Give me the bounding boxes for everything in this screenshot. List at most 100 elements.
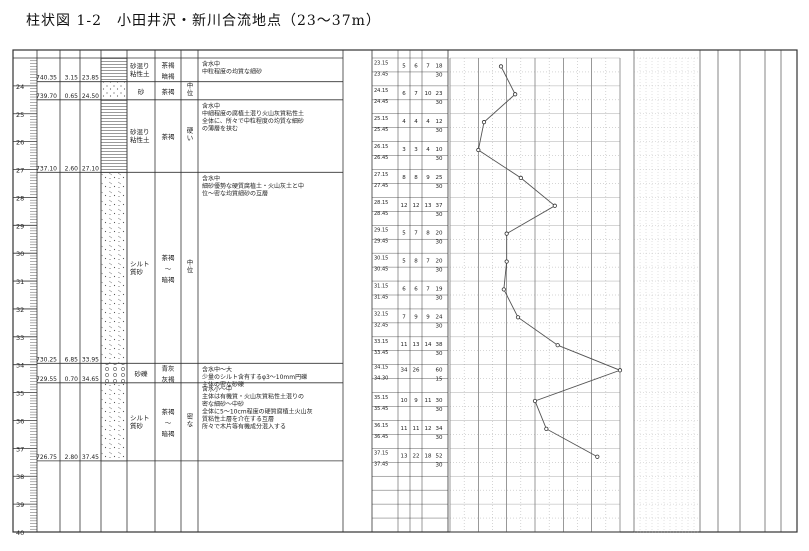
layer-soil-name: 質砂 — [130, 421, 144, 430]
spt-n-value: 20 — [436, 231, 443, 237]
spt-blow-count: 7 — [414, 231, 418, 237]
layer-description: 含水中 — [202, 60, 220, 68]
spt-start-depth: 25.15 — [374, 116, 388, 122]
data-point — [595, 454, 600, 459]
depth-scale-label: 32 — [16, 306, 24, 314]
layer-color: 暗褐 — [162, 429, 176, 438]
layer-description: 含水中 — [202, 102, 220, 110]
spt-start-depth: 37.15 — [374, 451, 388, 457]
layer-thickness: 3.15 — [65, 75, 79, 82]
layer-description: の薄層を挟む — [202, 124, 238, 132]
spt-start-depth: 27.15 — [374, 172, 388, 178]
geology-pattern — [100, 57, 128, 83]
layer-soil-name: 粘性土 — [130, 135, 150, 144]
page-title: 柱状図 1-2 小田井沢・新川合流地点（23〜37m） — [26, 13, 381, 29]
layer-description: 細砂優勢な硬質腐植土・火山灰土と中 — [202, 182, 304, 190]
spt-blow-count: 6 — [414, 286, 418, 292]
layer-elevation: 729.55 — [36, 376, 57, 383]
depth-scale-label: 39 — [16, 501, 24, 509]
spt-penetration: 30 — [436, 463, 443, 469]
layer-depth: 24.50 — [82, 93, 99, 100]
layer-description: 中粒程度の均質な細砂 — [202, 68, 262, 76]
spt-blow-count: 12 — [401, 203, 408, 209]
spt-blow-count: 5 — [402, 231, 406, 237]
spt-blow-count: 7 — [402, 314, 406, 320]
spt-n-value: 25 — [436, 175, 443, 181]
data-point — [504, 231, 509, 236]
layer-soil-name: 砂混り — [130, 127, 150, 136]
depth-scale-label: 38 — [16, 473, 24, 481]
spt-end-depth: 26.45 — [374, 155, 388, 161]
spt-blow-count: 6 — [414, 63, 418, 69]
layer-color: 茶褐 — [162, 87, 176, 96]
spt-n-value: 24 — [436, 314, 443, 320]
layer-description: 密な細砂〜中砂 — [202, 400, 244, 408]
layer-description: 含水中 — [202, 174, 220, 182]
spt-end-depth: 32.45 — [374, 322, 388, 328]
spt-penetration: 30 — [436, 268, 443, 274]
spt-blow-count: 3 — [402, 147, 406, 153]
spt-end-depth: 34.30 — [374, 375, 388, 381]
data-point — [501, 287, 506, 292]
spt-blow-count: 10 — [401, 398, 408, 404]
spt-blow-count: 10 — [425, 91, 432, 97]
spt-n-value: 52 — [436, 454, 443, 460]
layer-elevation: 726.75 — [36, 454, 57, 461]
geology-pattern — [100, 99, 128, 173]
spt-blow-count: 6 — [402, 286, 406, 292]
depth-scale-label: 24 — [16, 83, 24, 91]
spt-blow-count: 18 — [425, 454, 432, 460]
layer-thickness: 6.85 — [65, 356, 79, 363]
data-point — [513, 92, 518, 97]
spt-n-value: 23 — [436, 91, 443, 97]
spt-blow-count: 9 — [414, 398, 418, 404]
spt-blow-count: 6 — [402, 91, 406, 97]
layer-soil-name: 砂混り — [130, 61, 150, 70]
layer-color: 暗褐 — [162, 275, 176, 284]
layer-density: な — [187, 420, 194, 428]
spt-blow-count: 8 — [426, 231, 430, 237]
spt-n-value: 19 — [436, 286, 443, 292]
spt-blow-count: 13 — [413, 342, 420, 348]
data-point — [504, 259, 509, 264]
spt-penetration: 15 — [436, 376, 443, 382]
spt-n-value: 30 — [436, 398, 443, 404]
spt-n-value: 37 — [436, 203, 443, 209]
layer-soil-name: 粘性土 — [130, 69, 150, 78]
spt-penetration: 30 — [436, 156, 443, 162]
depth-scale-label: 35 — [16, 390, 24, 398]
spt-blow-count: 11 — [425, 398, 432, 404]
depth-scale-label: 30 — [16, 250, 24, 258]
layer-density: 密 — [187, 411, 194, 420]
geology-pattern — [100, 382, 128, 462]
layer-color: 〜 — [165, 419, 172, 427]
spt-n-value: 38 — [436, 342, 443, 348]
layer-color: 茶褐 — [162, 60, 176, 69]
layer-soil-name: 砂 — [138, 87, 145, 96]
spt-penetration: 30 — [436, 72, 443, 78]
spt-n-value: 12 — [436, 119, 443, 125]
spt-start-depth: 23.15 — [374, 60, 388, 66]
spt-blow-count: 3 — [414, 147, 418, 153]
layer-thickness: 0.65 — [65, 93, 79, 100]
spt-n-value: 10 — [436, 147, 443, 153]
spt-start-depth: 24.15 — [374, 88, 388, 94]
layer-depth: 34.65 — [82, 376, 99, 383]
spt-end-depth: 24.45 — [374, 99, 388, 105]
layer-elevation: 730.25 — [36, 356, 57, 363]
data-point — [515, 315, 521, 320]
layer-soil-name: 砂礫 — [135, 369, 149, 378]
layer-soil-name: 質砂 — [130, 267, 144, 276]
spt-start-depth: 30.15 — [374, 256, 388, 262]
depth-scale-label: 27 — [16, 167, 24, 175]
depth-scale-label: 29 — [16, 222, 24, 230]
spt-blow-count: 8 — [414, 175, 418, 181]
spt-blow-count: 7 — [426, 259, 430, 265]
spt-blow-count: 13 — [425, 203, 432, 209]
spt-end-depth: 27.45 — [374, 183, 388, 189]
spt-blow-count: 7 — [414, 91, 418, 97]
depth-scale-label: 33 — [16, 334, 24, 342]
geology-pattern — [100, 172, 128, 364]
spt-blow-count: 34 — [401, 367, 408, 373]
